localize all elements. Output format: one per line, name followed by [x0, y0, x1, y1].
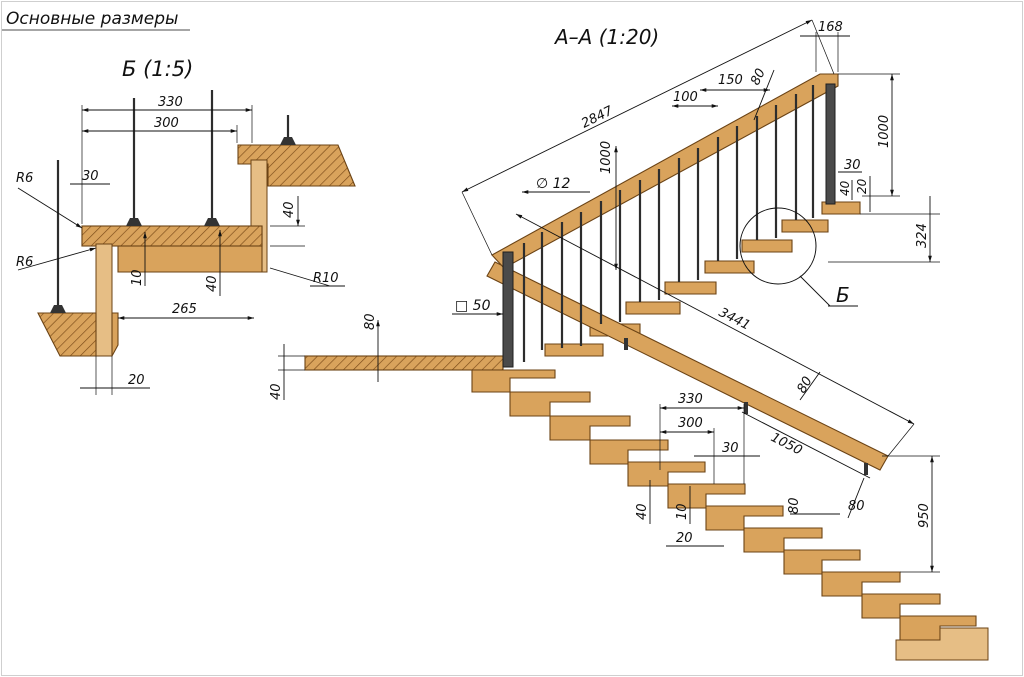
detail-middle-tread-section: [81, 225, 263, 247]
dim-40a-label: 40: [838, 180, 852, 196]
handrail: [491, 73, 839, 269]
detail-baluster-2-base: [204, 218, 220, 226]
dim-80b-label: 80: [794, 374, 815, 396]
dim-10-label: 10: [675, 503, 690, 520]
dim-2847-label: 2847: [579, 103, 616, 131]
section-title: А–А (1:20): [553, 25, 659, 49]
detail-title: Б (1:5): [122, 57, 193, 81]
dim-2847-ext-b: [811, 19, 835, 75]
dim-300b-label: 300: [678, 416, 703, 431]
newel-post-upper: [825, 83, 836, 205]
detail-upper-tread: [237, 144, 356, 187]
r6-bottom-label: R6: [16, 255, 33, 270]
dim-330-label: 330: [158, 95, 183, 110]
dim-40b-label: 40: [205, 275, 220, 292]
upper-tread-6: [741, 239, 793, 253]
dim-1000a-label: 1000: [877, 115, 892, 148]
dim-168-label: 168: [818, 20, 843, 35]
detail-b: Б (1:5) 330 300 30 R6: [16, 57, 356, 395]
dim-40b-label: 40: [635, 503, 650, 520]
dim-30b-label: 30: [722, 441, 739, 456]
upper-flight: [544, 201, 861, 357]
dim-80a-line: [753, 69, 775, 121]
lower-flight: [471, 369, 989, 661]
dim-80d-label: 80: [363, 313, 378, 330]
dim-20-label: 20: [128, 373, 145, 388]
lower-tread-2: [509, 391, 591, 417]
dim-20a-label: 20: [855, 178, 869, 194]
dim-3441-line: [515, 213, 915, 425]
bottom-block: [895, 627, 989, 661]
detail-baluster-4-base: [50, 305, 66, 313]
dim-80b-line: [799, 371, 821, 401]
newel-post-lower: [502, 251, 514, 368]
dim-1050-line: [741, 411, 871, 479]
lower-tread-7: [705, 505, 784, 531]
dim-80a-label: 80: [748, 66, 769, 87]
upper-tread-3: [625, 301, 681, 315]
stringer-bolt-3: [864, 463, 868, 475]
detail-baluster-1-base: [126, 218, 142, 226]
dim-80e-label: 80: [787, 497, 802, 514]
dim-265-label: 265: [172, 302, 197, 317]
dim-80c-line: [847, 477, 865, 519]
lower-tread-3: [549, 415, 631, 441]
dim-20b-label: 20: [676, 531, 693, 546]
dim-100-label: 100: [673, 90, 698, 105]
dim-300-label: 300: [154, 116, 179, 131]
detail-lower-tread-edge: [111, 312, 119, 357]
detail-b-marker: Б: [836, 283, 850, 307]
dim-2847-line: [461, 19, 813, 193]
r10-label: R10: [313, 271, 339, 286]
upper-tread-7: [781, 219, 829, 233]
r6-top-label: R6: [16, 171, 33, 186]
dim-330b-label: 330: [678, 392, 703, 407]
lower-tread-6: [667, 483, 746, 509]
landing-slab: [304, 355, 504, 371]
section-aa: А–А (1:20): [269, 19, 989, 661]
dim-80c-label: 80: [848, 499, 865, 514]
dim-sq50-label: □ 50: [455, 298, 491, 314]
detail-lower-tread: [37, 312, 97, 357]
lower-tread-1: [471, 369, 556, 393]
detail-baluster-3-base: [280, 137, 296, 145]
lower-tread-10: [821, 571, 901, 597]
dim-10-label: 10: [130, 269, 145, 286]
dim-950-label: 950: [917, 503, 932, 528]
r6-bottom-leader: [17, 247, 97, 271]
dim-40c-label: 40: [269, 383, 284, 400]
dim-40a-label: 40: [282, 201, 297, 218]
dim-30a-label: 30: [844, 158, 861, 173]
dim-dia12-label: ∅ 12: [536, 176, 571, 192]
page-title: Основные размеры: [6, 9, 178, 29]
stringer-bolt-1: [624, 338, 628, 350]
lower-tread-8: [743, 527, 823, 553]
upper-tread-4: [664, 281, 717, 295]
lower-tread-5: [627, 461, 706, 487]
lower-tread-4: [589, 439, 669, 465]
dim-1000b-label: 1000: [599, 141, 614, 174]
r6-top-leader: [17, 187, 83, 229]
lower-tread-11: [861, 593, 941, 619]
dim-2847-ext-a: [461, 191, 493, 256]
detail-riser-left: [95, 243, 113, 357]
dim-324-label: 324: [915, 223, 930, 248]
r10-leader: [269, 267, 331, 287]
upper-tread-1: [544, 343, 604, 357]
lower-tread-9: [783, 549, 861, 575]
dim-3441-ext: [887, 423, 915, 457]
detail-b-leader: [799, 275, 831, 307]
stringer-bolt-2: [744, 402, 748, 414]
dim-30-label: 30: [82, 169, 99, 184]
dim-150-label: 150: [718, 73, 743, 88]
